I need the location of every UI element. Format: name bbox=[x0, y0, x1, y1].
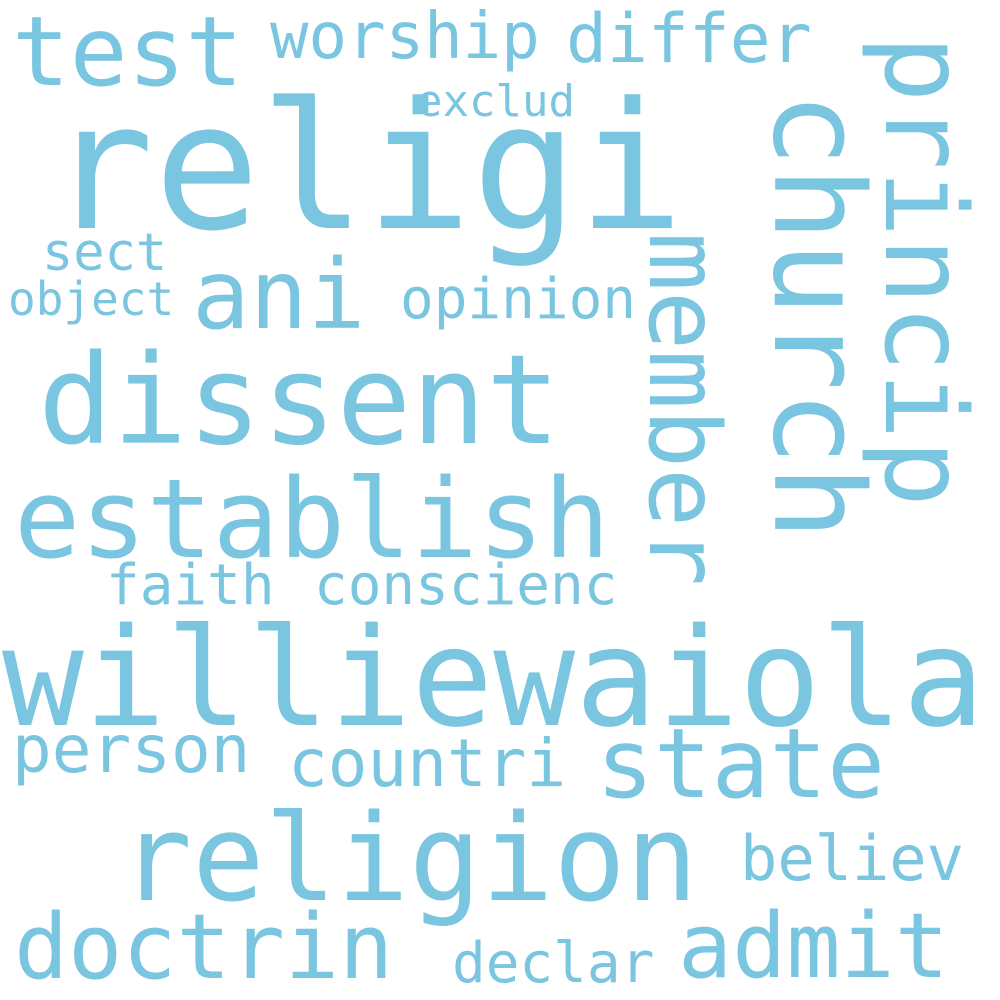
word-ani: ani bbox=[192, 239, 365, 351]
word-religion: religion bbox=[120, 790, 698, 929]
word-differ: differ bbox=[566, 0, 812, 79]
word-exclud: exclud bbox=[416, 76, 575, 127]
word-dissent: dissent bbox=[38, 329, 561, 473]
word-williewaiola: williewaiola bbox=[2, 600, 985, 758]
word-declar: declar bbox=[452, 931, 654, 996]
word-faith: faith bbox=[106, 553, 275, 618]
word-test: test bbox=[12, 0, 243, 108]
word-religi: religi bbox=[48, 65, 684, 270]
word-countri: countri bbox=[288, 725, 566, 802]
word-sect: sect bbox=[42, 223, 167, 283]
word-state: state bbox=[596, 708, 885, 820]
word-church: church bbox=[745, 92, 889, 540]
word-believ: believ bbox=[740, 822, 964, 895]
word-object: object bbox=[8, 272, 174, 326]
word-establish: establish bbox=[14, 455, 610, 583]
word-person: person bbox=[12, 711, 250, 788]
word-doctrin: doctrin bbox=[14, 895, 393, 1000]
word-admit: admit bbox=[678, 894, 949, 999]
word-conscienc: conscienc bbox=[314, 553, 617, 618]
word-princip: princip bbox=[859, 35, 989, 507]
word-opinion: opinion bbox=[400, 267, 636, 332]
word-worship: worship bbox=[270, 0, 540, 74]
word-member: member bbox=[626, 232, 740, 586]
